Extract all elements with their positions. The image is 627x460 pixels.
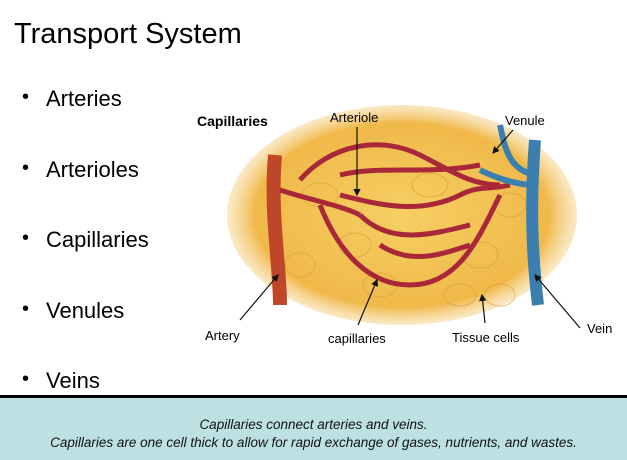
bullet-text: Venules	[46, 297, 125, 323]
artery-vessel	[266, 154, 287, 306]
bullet-item: • Veins	[22, 368, 149, 439]
bullet-text: Arterioles	[46, 156, 139, 182]
caption-line-1: Capillaries connect arteries and veins.	[199, 417, 428, 432]
caption-line-2: Capillaries are one cell thick to allow …	[50, 435, 577, 450]
bullet-item: • Venules	[22, 298, 149, 369]
label-venule: Venule	[505, 113, 545, 128]
bullet-item: • Capillaries	[22, 227, 149, 298]
bullet-icon: •	[22, 368, 30, 390]
bullet-text: Veins	[46, 368, 100, 393]
bullet-item: • Arteries	[22, 86, 149, 157]
bullet-icon: •	[22, 86, 30, 108]
bullet-text: Capillaries	[46, 227, 149, 252]
diagram-title: Capillaries	[197, 113, 268, 129]
tissue-background	[227, 105, 577, 325]
label-capillaries: capillaries	[328, 331, 386, 346]
bullet-list: • Arteries • Arterioles • Capillaries • Venu…	[22, 86, 149, 439]
capillaries-diagram: Capillaries Arteriole Venule Artery capi…	[197, 105, 612, 346]
caption-footer: Capillaries connect arteries and veins. …	[0, 395, 627, 460]
capillary-network	[279, 142, 511, 288]
bullet-icon: •	[22, 156, 30, 179]
label-arteriole: Arteriole	[330, 110, 378, 125]
bullet-icon: •	[22, 227, 30, 249]
label-tissue-cells: Tissue cells	[452, 330, 520, 345]
bullet-text: Arteries	[46, 86, 122, 111]
label-vein: Vein	[587, 321, 612, 336]
label-artery: Artery	[205, 328, 240, 343]
vein-vessel	[526, 139, 544, 306]
bullet-item: • Arterioles	[22, 157, 149, 228]
label-arrows	[239, 127, 581, 329]
bullet-icon: •	[22, 297, 30, 320]
slide-title: Transport System	[14, 18, 242, 50]
venule-vessels	[478, 124, 536, 188]
